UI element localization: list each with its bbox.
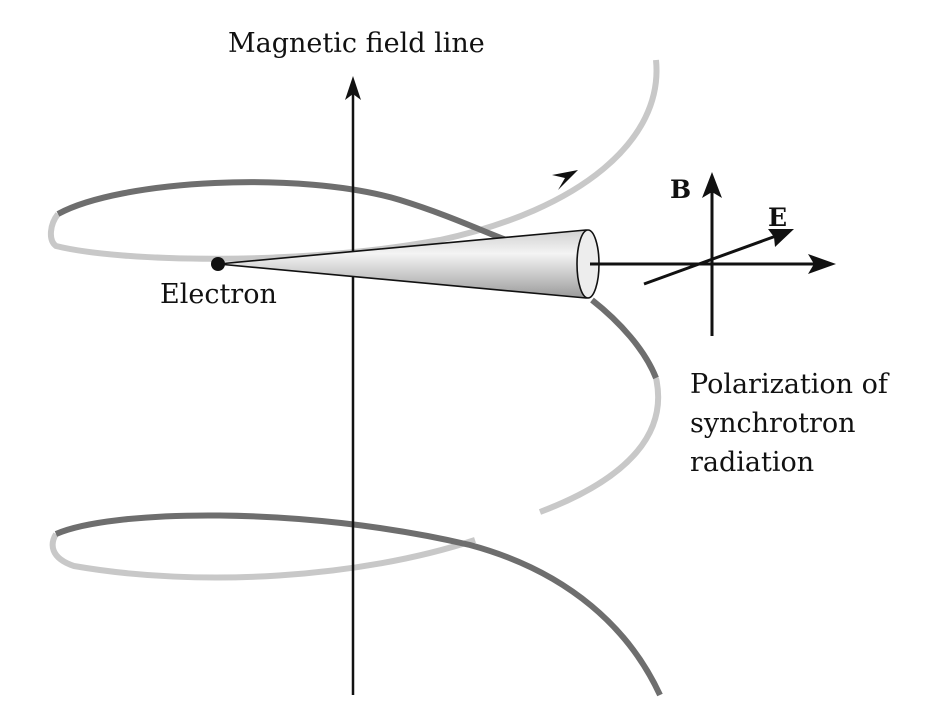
propagation-arrowhead	[808, 254, 836, 274]
polarization-axes	[590, 172, 836, 336]
helix-front-top	[56, 179, 521, 248]
e-vector-label: E	[768, 203, 787, 232]
e-vector-axis	[643, 234, 777, 286]
electron-label: Electron	[160, 279, 277, 310]
polarization-label-line-1: Polarization of	[690, 369, 890, 400]
polarization-label-line-2: synchrotron	[690, 408, 856, 439]
electron-dot	[211, 257, 225, 271]
helix-back-middle	[538, 377, 662, 515]
b-vector-label: B	[670, 175, 691, 204]
b-vector-arrowhead	[702, 172, 722, 198]
field-line-label: Magnetic field line	[228, 28, 485, 59]
helix-front-bottom	[54, 512, 663, 697]
field-line-arrowhead	[345, 76, 361, 100]
helix-back-bottom	[49, 532, 476, 581]
e-vector-arrowhead	[768, 229, 794, 247]
polarization-label-line-3: radiation	[690, 447, 814, 478]
helix-direction-arrowhead	[552, 170, 578, 190]
helix-front-middle	[590, 297, 659, 380]
helix-back-segments	[48, 59, 662, 581]
magnetic-field-line	[345, 76, 361, 695]
helix-front-segments	[54, 179, 663, 697]
